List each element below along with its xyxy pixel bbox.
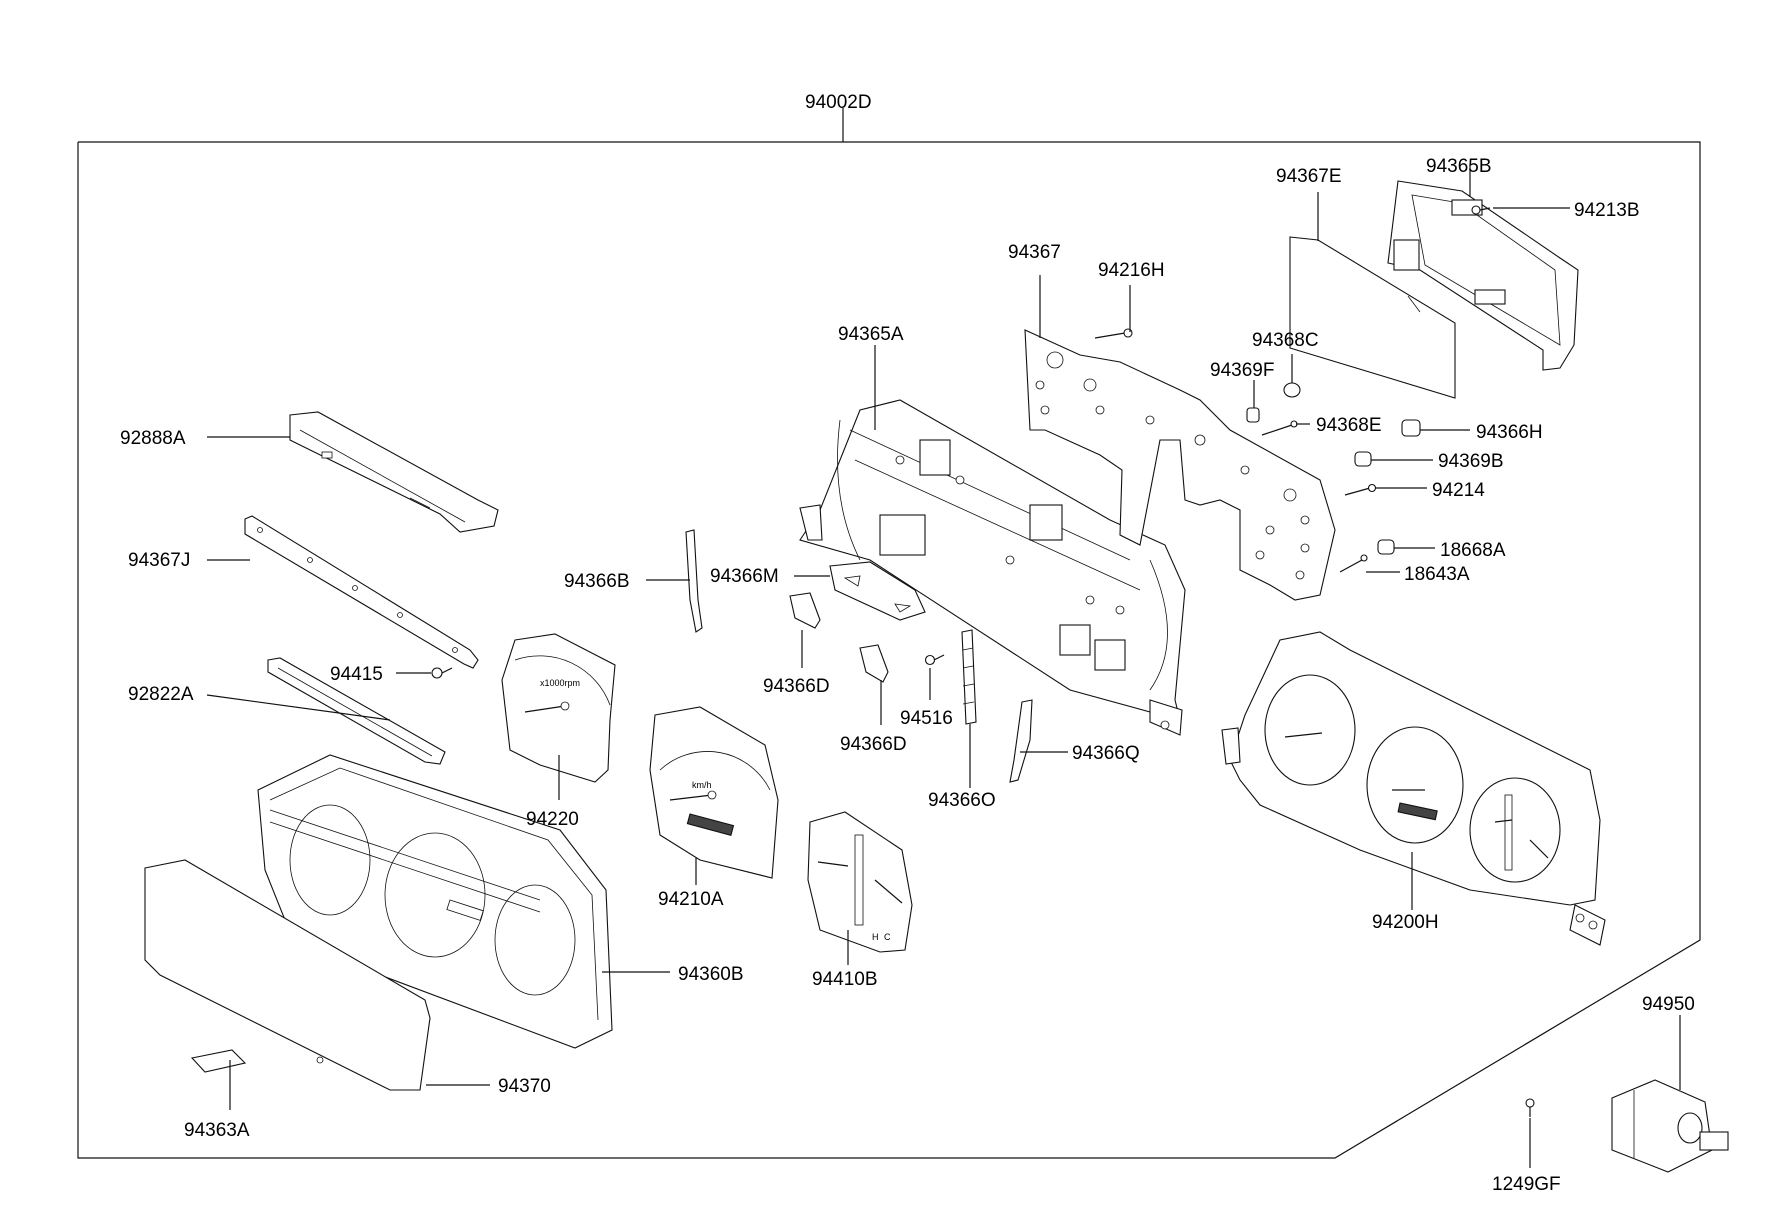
label-94366O: 94366O — [928, 790, 996, 811]
label-94002D: 94002D — [805, 92, 872, 113]
label-94366M: 94366M — [710, 566, 779, 587]
label-94365A: 94365A — [838, 324, 904, 345]
label-94214: 94214 — [1432, 480, 1485, 501]
light-guide-94366M — [829, 561, 926, 621]
strip-92822A — [267, 657, 446, 765]
screw-1249GF — [1525, 1098, 1535, 1117]
label-94516: 94516 — [900, 708, 953, 729]
circuit-board-94367 — [1024, 329, 1336, 601]
label-94415: 94415 — [330, 664, 383, 685]
part-labels: 94002D 92888A 94367J 94415 92822A 94220 … — [120, 92, 1695, 1195]
speedo-unit-label: km/h — [692, 780, 712, 790]
label-94366Q: 94366Q — [1072, 743, 1140, 764]
plate-94366D-b — [859, 644, 889, 683]
label-94950: 94950 — [1642, 994, 1695, 1015]
label-94367: 94367 — [1008, 242, 1061, 263]
bracket-92888A — [289, 411, 499, 533]
label-94365B: 94365B — [1426, 156, 1492, 177]
label-94368E: 94368E — [1316, 415, 1382, 436]
label-94360B: 94360B — [678, 964, 744, 985]
socket-18668A — [1377, 539, 1395, 555]
label-94366H: 94366H — [1476, 422, 1543, 443]
housing-94365A — [799, 399, 1186, 736]
case-94360B — [257, 754, 613, 1049]
bulb-94368C — [1283, 382, 1301, 398]
socket-94366H — [1401, 419, 1421, 437]
temp-hot-label: H — [872, 932, 879, 942]
screw-94516 — [924, 654, 945, 666]
label-92822A: 92822A — [128, 684, 194, 705]
label-94369B: 94369B — [1438, 451, 1504, 472]
label-94363A: 94363A — [184, 1120, 250, 1141]
lens-94370 — [144, 859, 431, 1091]
strip-94367J — [244, 515, 479, 669]
leader-lines — [206, 165, 1681, 1168]
temp-cold-label: C — [884, 932, 891, 942]
frame-94365B — [1387, 180, 1579, 371]
label-94366D-b: 94366D — [840, 734, 907, 755]
plate-94366D-a — [789, 592, 821, 629]
label-92888A: 92888A — [120, 428, 186, 449]
label-94370: 94370 — [498, 1076, 551, 1097]
label-18668A: 18668A — [1440, 540, 1506, 561]
label-94367E: 94367E — [1276, 166, 1342, 187]
label-94366D-a: 94366D — [763, 676, 830, 697]
light-guide-94366Q — [1009, 699, 1033, 783]
tach-unit-label: x1000rpm — [540, 678, 580, 688]
bulb-18643A — [1339, 554, 1368, 573]
label-94410B: 94410B — [812, 969, 878, 990]
light-guide-94366B — [685, 529, 703, 633]
label-94216H: 94216H — [1098, 260, 1165, 281]
bulb-94368E — [1261, 420, 1298, 436]
screw-94213B — [1471, 205, 1491, 215]
dial-94210A: km/h — [649, 706, 779, 879]
label-1249GF: 1249GF — [1492, 1174, 1561, 1195]
screw-94214 — [1344, 483, 1377, 496]
connector-94366O — [961, 629, 977, 725]
label-94366B: 94366B — [564, 571, 630, 592]
assembly-frame — [77, 108, 1701, 1159]
label-94220: 94220 — [526, 809, 579, 830]
cluster-94200H — [1221, 631, 1606, 946]
label-94213B: 94213B — [1574, 200, 1640, 221]
label-94200H: 94200H — [1372, 912, 1439, 933]
label-94368C: 94368C — [1252, 330, 1319, 351]
socket-94369B — [1354, 451, 1372, 467]
plate-94363A — [190, 1049, 247, 1073]
screw-94415 — [431, 667, 453, 679]
screw-94216H — [1094, 328, 1133, 339]
socket-94369F — [1246, 407, 1260, 423]
part-94950 — [1611, 1079, 1729, 1173]
label-18643A: 18643A — [1404, 564, 1470, 585]
label-94369F: 94369F — [1210, 360, 1274, 381]
label-94367J: 94367J — [128, 550, 190, 571]
board-94367E — [1289, 236, 1456, 399]
label-94210A: 94210A — [658, 889, 724, 910]
dial-94410B: H C — [807, 811, 913, 953]
dial-94220: x1000rpm — [501, 633, 616, 783]
